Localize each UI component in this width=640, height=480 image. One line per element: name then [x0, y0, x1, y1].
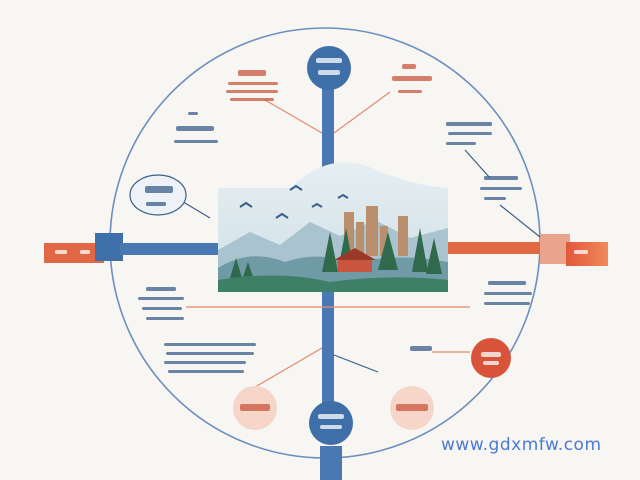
callout-right-lower — [484, 281, 532, 305]
right-axis-red-bar — [448, 242, 548, 254]
callout-left-lower — [138, 287, 184, 320]
node-right-red-glyphs — [481, 352, 501, 365]
left-axis-block — [95, 233, 123, 261]
bottom-axis-bar — [322, 292, 334, 404]
node-bottom-left-glyphs — [240, 404, 270, 411]
top-axis-bar — [322, 85, 334, 188]
callout-right-upper — [446, 122, 492, 145]
callout-bottom-right — [410, 346, 432, 351]
red-house — [334, 248, 376, 272]
leader-right-mid — [499, 204, 541, 238]
callout-top-right — [392, 64, 432, 93]
node-bottom-glyphs — [318, 414, 344, 429]
right-axis-end-bar — [566, 242, 608, 266]
leader-bottom-right — [333, 354, 379, 373]
leader-lines — [179, 91, 541, 391]
callout-bottom-left — [164, 343, 256, 373]
node-top — [307, 46, 351, 90]
right-axis-block — [540, 234, 570, 264]
vertical-axis — [320, 85, 342, 480]
node-right-red — [471, 338, 511, 378]
foreground-ground — [218, 275, 448, 292]
nodes — [129, 46, 511, 445]
right-axis — [448, 234, 608, 266]
city-buildings — [344, 206, 408, 256]
leader-left-bubble — [179, 199, 211, 219]
text-placeholders — [55, 58, 588, 429]
watermark-url: www.gdxmfw.com — [441, 435, 602, 455]
callout-right-mid — [480, 176, 522, 200]
callout-top-left — [226, 70, 278, 101]
bubble-text — [145, 186, 173, 206]
bottom-axis-stub — [320, 446, 342, 480]
left-axis-blue-bar — [120, 243, 220, 255]
leader-top-right — [333, 91, 391, 134]
node-top-glyphs — [316, 58, 342, 75]
leader-right-upper — [464, 149, 491, 179]
leader-bottom-left — [249, 347, 323, 391]
callout-left-upper — [174, 112, 218, 143]
landscape-illustration — [218, 162, 448, 292]
speech-bubble-left — [129, 174, 187, 216]
leader-top-left — [264, 99, 323, 134]
left-axis — [44, 233, 220, 263]
birds — [239, 184, 349, 219]
node-bottom-right-glyphs — [396, 404, 428, 411]
left-axis-red-bar — [44, 243, 104, 263]
node-bottom — [309, 401, 353, 445]
axis-end-glyphs — [55, 250, 588, 254]
